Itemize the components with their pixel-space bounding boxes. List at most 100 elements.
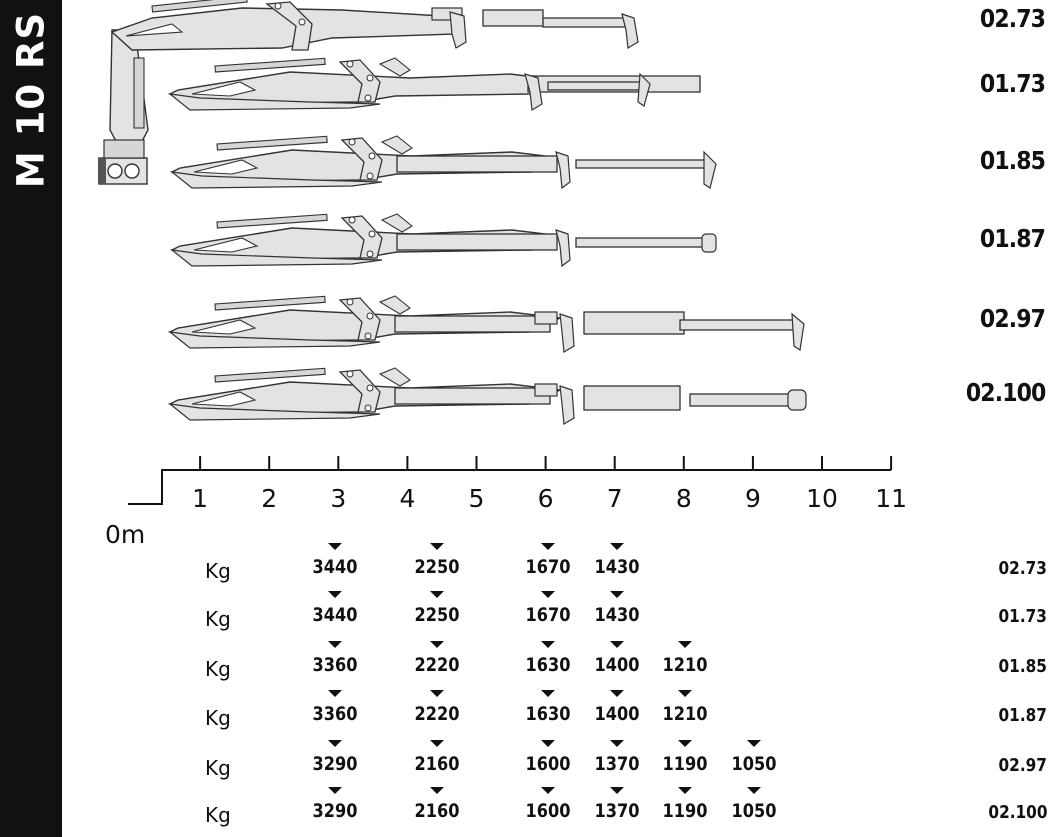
arrow-down-icon [747, 740, 761, 747]
arrow-down-icon [610, 690, 624, 697]
arrow-down-icon [328, 641, 342, 648]
capacity-value: 3360 [312, 703, 358, 725]
capacity-value: 1630 [525, 703, 571, 725]
scale-label-7: 7 [606, 484, 623, 513]
capacity-value: 3360 [312, 654, 358, 676]
arrow-down-icon [747, 787, 761, 794]
crane-column [98, 29, 149, 185]
capacity-value: 2220 [414, 654, 460, 676]
model-label-row-4: 01.87 [979, 224, 1046, 253]
sidebar: M 10 RS [0, 0, 62, 837]
arrow-down-icon [430, 543, 444, 550]
capacity-value: 1630 [525, 654, 571, 676]
unit-label: Kg [205, 657, 231, 681]
model-label-row-1: 02.73 [979, 4, 1046, 33]
capacity-value: 1400 [594, 703, 640, 725]
arrow-down-icon [430, 740, 444, 747]
origin-label: 0m [105, 520, 146, 549]
capacity-value: 3440 [312, 556, 358, 578]
capacity-value: 1210 [662, 654, 708, 676]
capacity-value: 3290 [312, 753, 358, 775]
unit-label: Kg [205, 706, 231, 730]
model-label-row-3: 01.85 [979, 146, 1046, 175]
arrow-down-icon [678, 787, 692, 794]
capacity-value: 1190 [662, 753, 708, 775]
scale-label-5: 5 [468, 484, 485, 513]
scale-label-10: 10 [806, 484, 838, 513]
unit-label: Kg [205, 756, 231, 780]
unit-label: Kg [205, 559, 231, 583]
capacity-value: 1600 [525, 800, 571, 822]
capacity-value: 2160 [414, 753, 460, 775]
boom-row-2 [169, 57, 701, 111]
arrow-down-icon [678, 690, 692, 697]
row-model-label: 01.87 [998, 705, 1047, 726]
capacity-value: 1400 [594, 654, 640, 676]
arrow-down-icon [430, 690, 444, 697]
capacity-value: 2250 [414, 556, 460, 578]
arrow-down-icon [610, 591, 624, 598]
row-model-label: 01.73 [998, 606, 1047, 627]
row-model-label: 02.100 [987, 802, 1047, 823]
unit-label: Kg [205, 803, 231, 827]
row-model-label: 01.85 [998, 656, 1047, 677]
boom-row-6 [169, 367, 807, 426]
arrow-down-icon [541, 543, 555, 550]
boom-row-3 [171, 135, 717, 190]
capacity-value: 1050 [731, 753, 777, 775]
arrow-down-icon [541, 787, 555, 794]
row-model-label: 02.97 [998, 755, 1047, 776]
arrow-down-icon [328, 543, 342, 550]
capacity-value: 1600 [525, 753, 571, 775]
scale-label-8: 8 [675, 484, 692, 513]
capacity-value: 1670 [525, 604, 571, 626]
model-label-row-6: 02.100 [965, 378, 1046, 407]
arrow-down-icon [610, 641, 624, 648]
scale-label-2: 2 [261, 484, 278, 513]
arrow-down-icon [541, 690, 555, 697]
capacity-value: 1210 [662, 703, 708, 725]
model-label-row-2: 01.73 [979, 69, 1046, 98]
arrow-down-icon [678, 740, 692, 747]
scale-label-4: 4 [399, 484, 416, 513]
capacity-value: 2250 [414, 604, 460, 626]
capacity-value: 1670 [525, 556, 571, 578]
capacity-value: 1050 [731, 800, 777, 822]
scale-label-1: 1 [192, 484, 209, 513]
arrow-down-icon [541, 740, 555, 747]
row-model-label: 02.73 [998, 558, 1047, 579]
metre-scale [128, 456, 893, 505]
capacity-value: 1370 [594, 800, 640, 822]
arrow-down-icon [541, 641, 555, 648]
boom-row-5 [169, 295, 805, 354]
scale-label-9: 9 [744, 484, 761, 513]
crane-diagram [98, 0, 893, 505]
arrow-down-icon [328, 787, 342, 794]
arrow-down-icon [328, 591, 342, 598]
capacity-value: 1430 [594, 604, 640, 626]
scale-label-3: 3 [330, 484, 347, 513]
capacity-value: 1430 [594, 556, 640, 578]
arrow-down-icon [430, 591, 444, 598]
arrow-down-icon [678, 641, 692, 648]
unit-label: Kg [205, 607, 231, 631]
capacity-value: 2220 [414, 703, 460, 725]
capacity-value: 1370 [594, 753, 640, 775]
arrow-down-icon [541, 591, 555, 598]
arrow-down-icon [610, 543, 624, 550]
arrow-down-icon [430, 787, 444, 794]
capacity-value: 3440 [312, 604, 358, 626]
arrow-down-icon [610, 787, 624, 794]
boom-row-1 [110, 0, 639, 51]
arrow-down-icon [328, 740, 342, 747]
model-label-row-5: 02.97 [979, 304, 1046, 333]
scale-label-11: 11 [875, 484, 907, 513]
capacity-value: 2160 [414, 800, 460, 822]
arrow-down-icon [328, 690, 342, 697]
capacity-value: 3290 [312, 800, 358, 822]
capacity-value: 1190 [662, 800, 708, 822]
scale-label-6: 6 [537, 484, 554, 513]
boom-row-4 [171, 213, 717, 268]
arrow-down-icon [430, 641, 444, 648]
arrow-down-icon [610, 740, 624, 747]
